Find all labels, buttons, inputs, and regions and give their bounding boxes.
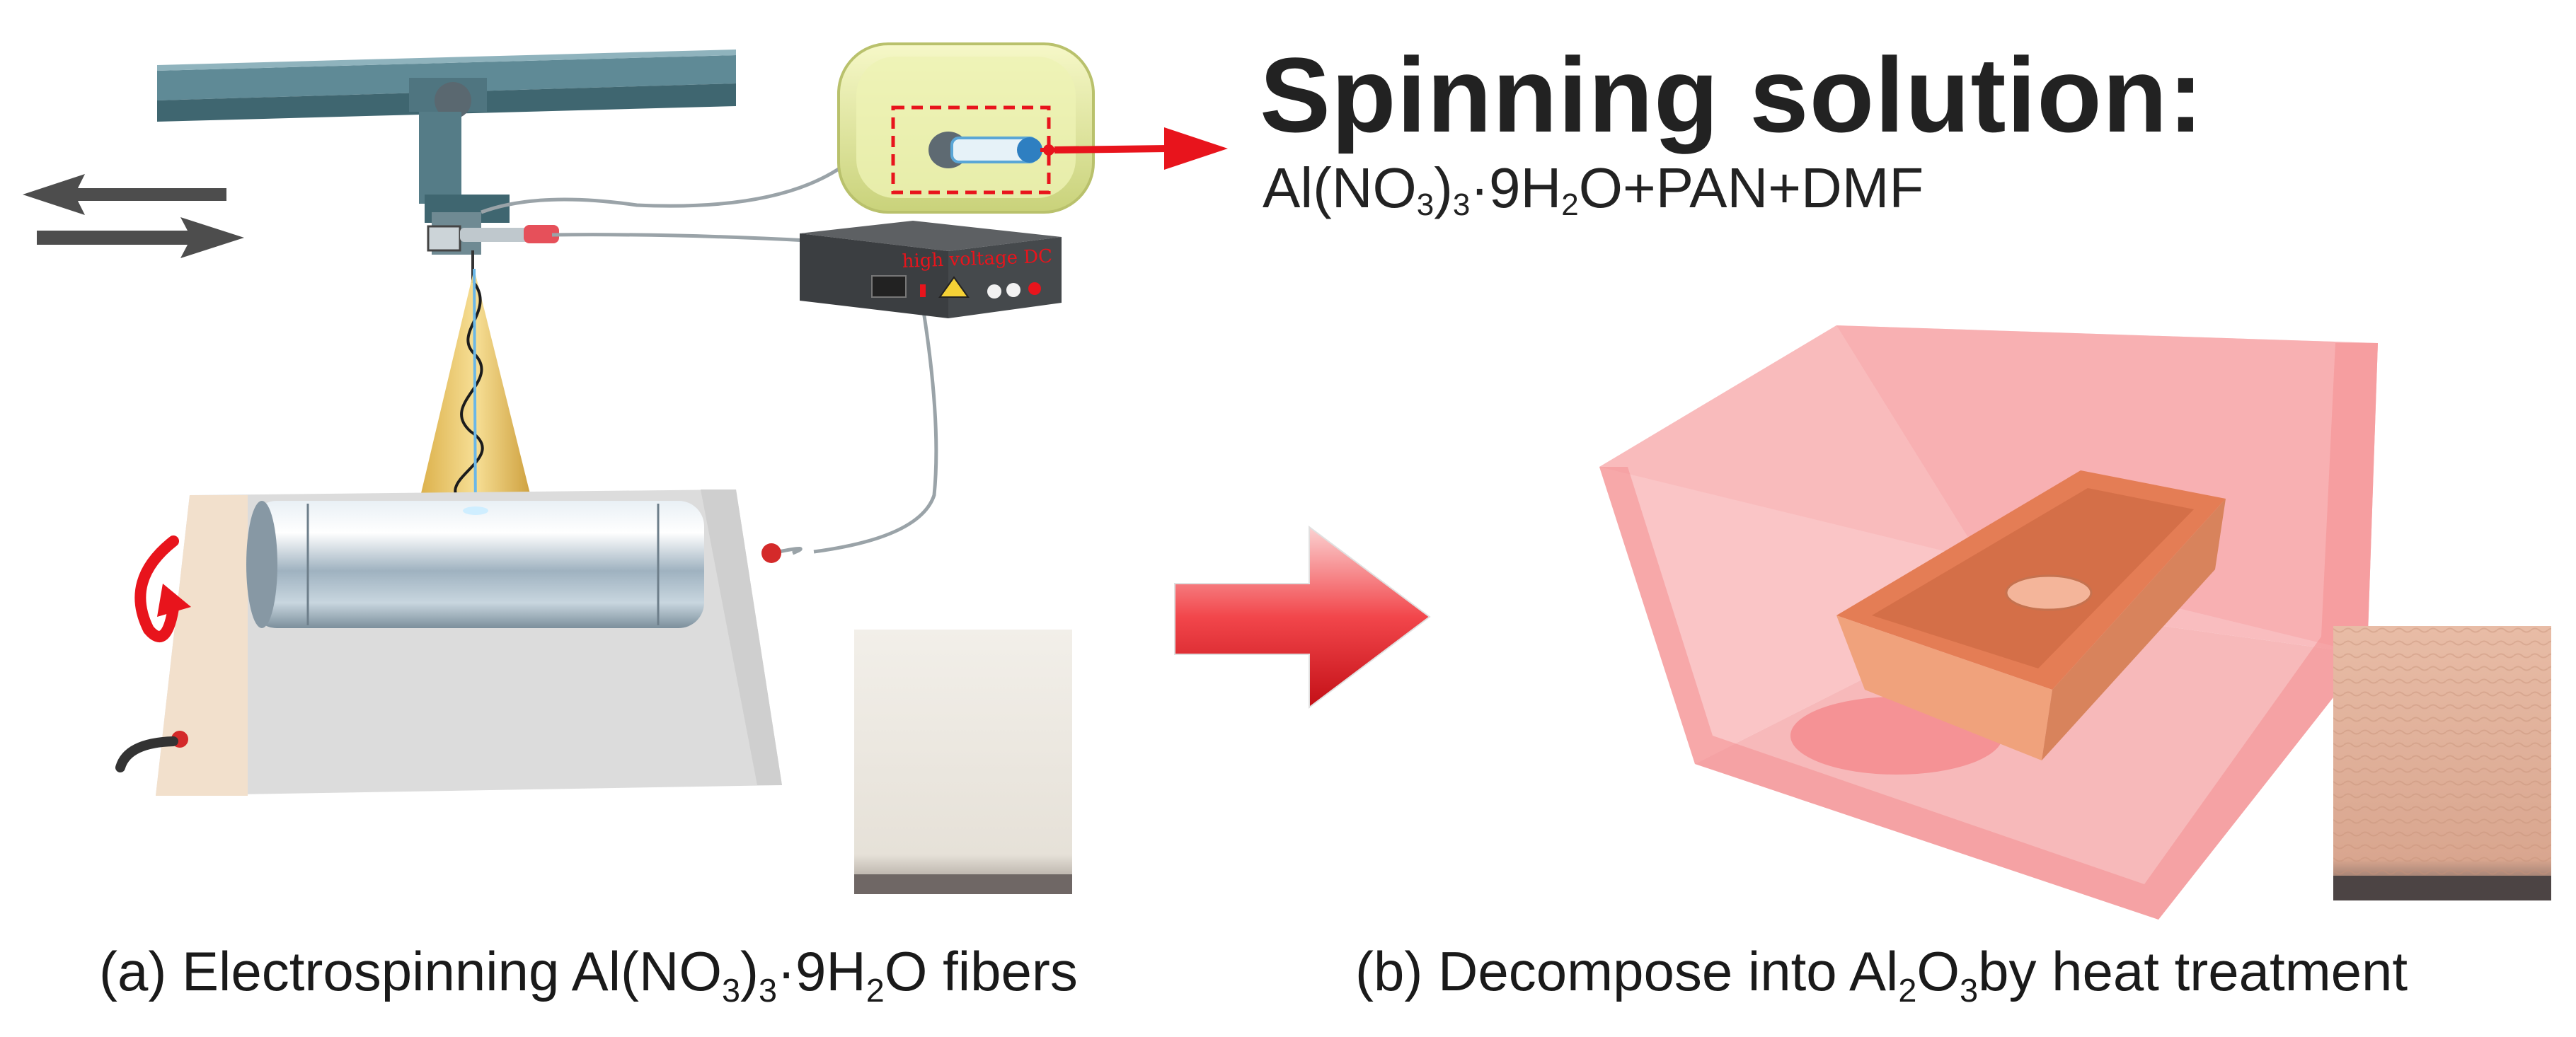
electrospinning-setup [23, 50, 1072, 894]
formula-text: O+PAN+DMF [1578, 156, 1924, 219]
device-label: high voltage DC [902, 246, 1052, 272]
movement-arrows [23, 174, 244, 258]
taylor-cone-jet [419, 268, 532, 521]
caption-text: (b) Decompose into Al [1355, 940, 1899, 1002]
caption-text: by heat treatment [1978, 940, 2408, 1002]
warning-icon [938, 276, 970, 298]
caption-text: O [1916, 940, 1960, 1002]
spinning-solution-formula: Al(NO3)3·9H2O+PAN+DMF [1263, 156, 1924, 222]
cables [481, 154, 938, 555]
crucible [1836, 470, 2226, 760]
caption-subscript: 2 [1898, 972, 1917, 1009]
caption-subscript: 3 [722, 972, 741, 1009]
zoom-arrow-icon [1054, 127, 1228, 170]
formula-subscript: 3 [1416, 187, 1434, 222]
rotation-arrow-icon [134, 535, 191, 642]
fiber-mat-photo [854, 630, 1072, 894]
caption-subscript: 3 [759, 972, 778, 1009]
heat-treatment-furnace [1599, 325, 2378, 920]
spinning-solution-title: Spinning solution: [1260, 35, 2204, 154]
caption-heat-treatment: (b) Decompose into Al2O3by heat treatmen… [1355, 939, 2408, 1009]
caption-text: (a) Electrospinning Al(NO [99, 940, 723, 1002]
caption-text: ·9H [777, 940, 866, 1002]
left-arrow-icon [23, 174, 226, 215]
caption-text: O fibers [884, 940, 1078, 1002]
syringe-pump [837, 42, 1095, 214]
formula-subscript: 3 [1452, 187, 1471, 222]
high-voltage-supply: high voltage DC [800, 221, 1062, 318]
rotating-drum-collector [246, 501, 781, 628]
caption-text: ) [740, 940, 759, 1002]
formula-text: ) [1434, 156, 1453, 219]
caption-subscript: 3 [1960, 972, 1979, 1009]
nozzle-assembly [427, 225, 559, 283]
alumina-fiber-photo [2333, 626, 2551, 900]
process-arrow-icon [1174, 526, 1431, 709]
formula-text: Al(NO [1263, 156, 1417, 219]
slider-carriage [409, 78, 510, 255]
formula-text: ·9H [1470, 156, 1562, 219]
right-arrow-icon [37, 217, 244, 258]
caption-electrospinning: (a) Electrospinning Al(NO3)3·9H2O fibers [99, 939, 1078, 1009]
formula-subscript: 2 [1561, 187, 1579, 222]
caption-subscript: 2 [866, 972, 885, 1009]
